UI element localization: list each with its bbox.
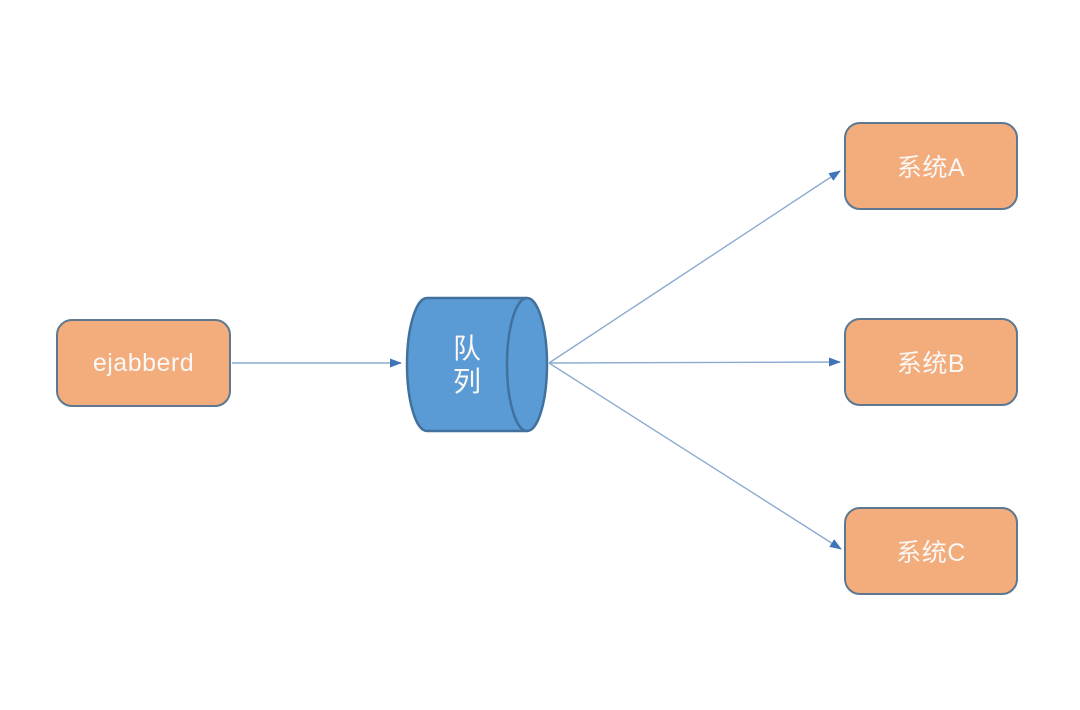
node-ejabberd-label: ejabberd <box>92 348 195 377</box>
edge-queue-system-b <box>548 357 841 367</box>
node-system-a-label: 系统A <box>896 154 966 182</box>
node-system-a: 系统A <box>844 122 1018 210</box>
node-system-b: 系统B <box>844 318 1018 406</box>
node-system-b-label: 系统B <box>896 350 966 378</box>
queue-cylinder-shape <box>405 296 549 433</box>
node-ejabberd: ejabberd <box>56 319 231 407</box>
node-system-c: 系统C <box>844 507 1018 595</box>
queue-cylinder-cap-edge <box>505 296 528 433</box>
edge-queue-system-a <box>548 170 841 364</box>
node-system-c-label: 系统C <box>896 539 966 567</box>
edge-queue-system-c <box>548 362 842 550</box>
